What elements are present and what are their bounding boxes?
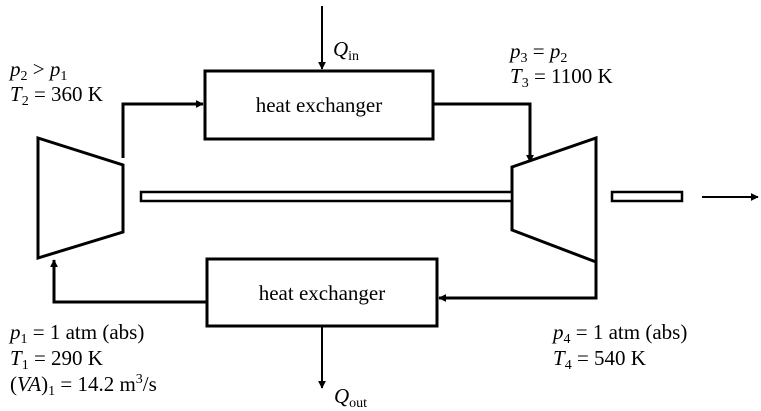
heat-in-label: Qin [333, 37, 359, 64]
heat-exchanger-bottom-label: heat exchanger [259, 281, 386, 305]
heat-out-label: Qout [334, 384, 367, 411]
state4-pressure: p4 = 1 atm (abs) [551, 320, 687, 347]
state4-temperature: T4 = 540 K [553, 346, 646, 373]
state1-flow-rate: (VA)1 = 14.2 m3/s [10, 372, 157, 399]
flow-turbine-to-cooler [438, 250, 598, 302]
output-shaft [610, 190, 684, 203]
turbine [510, 135, 598, 265]
state3-pressure: p3 = p2 [508, 39, 567, 66]
state1-temperature: T1 = 290 K [10, 346, 103, 373]
state3-temperature: T3 = 1100 K [510, 64, 613, 91]
shaft [139, 190, 514, 203]
flow-compressor-to-heater [121, 100, 204, 158]
flow-heater-to-turbine [433, 102, 534, 163]
flow-cooler-to-compressor [50, 259, 207, 304]
state2-pressure: p2 > p1 [8, 57, 67, 84]
state2-temperature: T2 = 360 K [10, 82, 103, 109]
heat-exchanger-top-label: heat exchanger [256, 93, 383, 117]
heat-exchanger-bottom [205, 257, 439, 328]
compressor [36, 135, 125, 261]
state1-pressure: p1 = 1 atm (abs) [8, 320, 144, 347]
